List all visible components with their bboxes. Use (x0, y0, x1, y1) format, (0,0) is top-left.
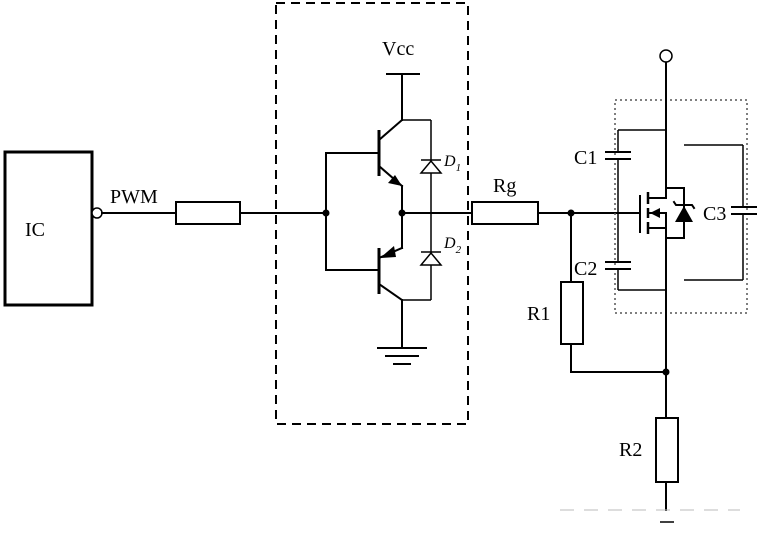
capacitor-c1: C1 (574, 129, 666, 213)
mosfet-body-arrow (650, 208, 660, 218)
ic-box (3, 150, 94, 307)
input-resistor (101, 201, 327, 225)
pnp-collector (377, 282, 404, 302)
pnp-emitter-arrow (380, 246, 396, 258)
driver-dashed-box (275, 2, 469, 425)
d2-label: D2 (443, 235, 462, 256)
drain-terminal (659, 49, 673, 63)
pnp-transistor (377, 246, 404, 302)
c2-label: C2 (574, 258, 597, 280)
vcc-label: Vcc (382, 38, 414, 60)
npn-collector (377, 118, 404, 142)
pwm-terminal (91, 207, 103, 219)
resistor-r1: R1 (527, 212, 667, 373)
d2-diode-triangle (419, 251, 443, 266)
npn-transistor (377, 118, 404, 188)
mosfet (639, 49, 696, 419)
d1-label: D1 (443, 153, 461, 174)
d1-letter: D (443, 153, 456, 170)
d1-diode-triangle (419, 159, 443, 174)
rg-label: Rg (493, 175, 516, 197)
r2-body (655, 417, 679, 483)
source-junction-dot (662, 368, 670, 376)
capacitor-c2: C2 (574, 213, 666, 291)
input-resistor-body (175, 201, 241, 225)
d2-letter: D (443, 235, 456, 252)
gate-resistor-rg: Rg (471, 175, 641, 225)
ic-block: IC PWM (3, 150, 158, 307)
capacitor-c3: C3 (684, 144, 757, 281)
resistor-r2: R2 (560, 417, 740, 523)
vcc-supply: Vcc (382, 38, 420, 121)
pwm-label: PWM (110, 186, 158, 208)
base-bus (322, 152, 379, 271)
d1-subscript: 1 (456, 162, 462, 174)
body-diode-zener-bar (672, 200, 696, 210)
npn-emitter-arrow (388, 175, 402, 186)
r1-label: R1 (527, 303, 550, 325)
parasitic-cap-box (614, 99, 748, 314)
body-diode-triangle (675, 206, 693, 222)
c3-label: C3 (703, 203, 726, 225)
driver-ground (377, 299, 427, 365)
c1-label: C1 (574, 147, 597, 169)
rg-body (471, 201, 539, 225)
r1-body (560, 281, 584, 345)
diode-branch: D1 D2 (402, 119, 462, 301)
ic-label: IC (25, 219, 45, 241)
d2-subscript: 2 (456, 244, 462, 256)
r2-label: R2 (619, 439, 642, 461)
